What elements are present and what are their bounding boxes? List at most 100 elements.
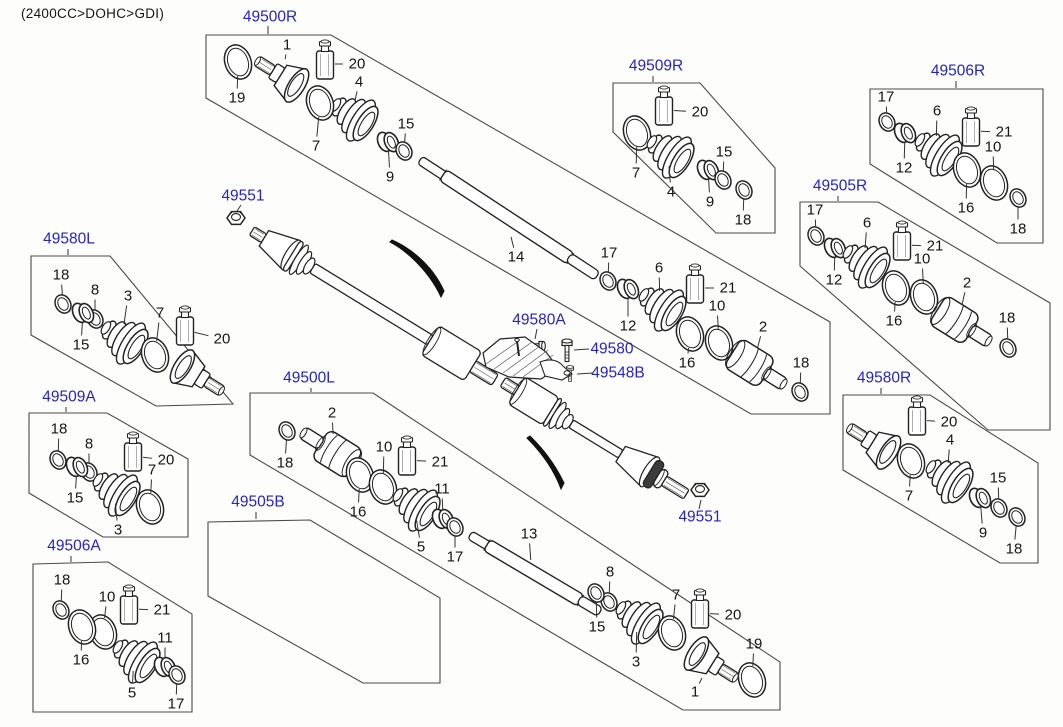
callout-number-1: 1 bbox=[283, 37, 291, 54]
callout-number-17: 17 bbox=[878, 89, 895, 106]
callout-number-21: 21 bbox=[154, 602, 171, 619]
callout-leader-2 bbox=[961, 292, 966, 305]
part-7-ring_lg bbox=[305, 85, 335, 121]
callout-leader-7 bbox=[909, 474, 911, 487]
part-20-bottle bbox=[123, 431, 143, 472]
group-label-49580L: 49580L bbox=[43, 231, 95, 248]
group-box-49500L bbox=[249, 392, 781, 711]
callout-number-6: 6 bbox=[863, 215, 871, 232]
part-6-boot bbox=[638, 287, 687, 332]
callout-number-15: 15 bbox=[398, 116, 415, 133]
driveshaft-assembly-rear bbox=[500, 377, 690, 499]
callout-number-15: 15 bbox=[589, 619, 606, 636]
callout-number-20: 20 bbox=[725, 607, 742, 624]
part-16-ring_lg bbox=[345, 457, 375, 493]
callout-number-12: 12 bbox=[620, 318, 637, 335]
part-18-ring_sm bbox=[49, 450, 67, 470]
part-code-label-49580: 49580 bbox=[590, 341, 633, 358]
part-4-boot bbox=[646, 134, 695, 179]
callout-leader-7 bbox=[156, 322, 160, 342]
callout-leader-21 bbox=[416, 460, 427, 462]
callout-number-10: 10 bbox=[985, 139, 1002, 156]
label-leader-49580A bbox=[534, 328, 538, 340]
part-20-bottle bbox=[907, 395, 927, 436]
part-17-ring_sm bbox=[599, 271, 617, 291]
callout-leader-16 bbox=[894, 301, 896, 312]
callout-number-10: 10 bbox=[376, 439, 393, 456]
group-label-49509R: 49509R bbox=[629, 58, 683, 75]
part-7-ring_lg bbox=[140, 337, 170, 373]
callout-number-18: 18 bbox=[277, 455, 294, 472]
callout-number-12: 12 bbox=[826, 272, 843, 289]
callout-number-20: 20 bbox=[158, 452, 175, 469]
callout-number-11: 11 bbox=[434, 481, 450, 498]
callout-number-8: 8 bbox=[91, 282, 99, 299]
shaft-part-14 bbox=[418, 156, 599, 280]
callout-leader-1 bbox=[698, 677, 703, 684]
callout-number-6: 6 bbox=[655, 260, 663, 277]
part-12-clamp bbox=[616, 278, 640, 300]
part-7-ring_lg bbox=[896, 443, 926, 479]
group-box-49509R bbox=[612, 82, 776, 234]
part-code-label-49580A: 49580A bbox=[512, 312, 566, 329]
part-7-ring_lg bbox=[135, 489, 165, 525]
part-18-ring_sm bbox=[52, 600, 70, 620]
part-21-bottle bbox=[397, 435, 417, 476]
part-18-ring_sm bbox=[999, 338, 1017, 358]
callout-number-20: 20 bbox=[941, 414, 958, 431]
callout-leader-7 bbox=[150, 479, 152, 494]
callout-leader-6 bbox=[864, 232, 867, 249]
callout-leader-9 bbox=[708, 179, 710, 193]
part-15-ring_sm bbox=[587, 583, 605, 603]
callout-number-20: 20 bbox=[349, 56, 366, 73]
callout-leader-20 bbox=[926, 420, 936, 422]
part-1-bell bbox=[683, 636, 739, 683]
callout-number-16: 16 bbox=[886, 313, 903, 330]
part-20-bottle bbox=[690, 588, 710, 629]
callout-number-2: 2 bbox=[328, 405, 336, 422]
callout-number-21: 21 bbox=[432, 454, 449, 471]
part-17-ring_sm bbox=[168, 665, 186, 685]
label-leader-49551-top bbox=[236, 204, 242, 212]
callout-number-16: 16 bbox=[958, 200, 975, 217]
callout-number-15: 15 bbox=[67, 490, 84, 507]
group-label-49500R: 49500R bbox=[243, 9, 297, 26]
part-18-ring_sm bbox=[1008, 507, 1026, 527]
group-box-49509A bbox=[28, 412, 189, 538]
motion-swoosh bbox=[389, 239, 445, 299]
joint-49580L bbox=[169, 349, 225, 396]
callout-leader-2 bbox=[331, 422, 334, 435]
group-box-49506R bbox=[869, 88, 1044, 244]
part-code-label-49548B: 49548B bbox=[591, 365, 644, 382]
callout-number-5: 5 bbox=[128, 685, 136, 702]
part-18-ring_sm bbox=[54, 294, 72, 314]
part-2-joint bbox=[930, 296, 993, 347]
callout-number-9: 9 bbox=[706, 194, 714, 211]
part-16-ring_lg bbox=[881, 270, 911, 306]
callout-number-4: 4 bbox=[946, 432, 954, 449]
part-16-ring_lg bbox=[67, 609, 97, 645]
callout-number-11: 11 bbox=[157, 630, 173, 647]
part-15-ring_sm bbox=[990, 498, 1008, 518]
callout-number-7: 7 bbox=[672, 587, 680, 604]
part-6-boot bbox=[914, 132, 963, 177]
part-9-clamp bbox=[376, 131, 400, 153]
part-10-ring_lg bbox=[88, 614, 118, 650]
callout-leader-10 bbox=[922, 268, 924, 284]
part-17-ring_sm bbox=[807, 226, 825, 246]
callout-leader-15 bbox=[404, 133, 406, 143]
group-box-49580R bbox=[842, 394, 1039, 564]
group-box-49505R bbox=[799, 201, 1051, 431]
part-19-ring_lg bbox=[223, 44, 253, 80]
callout-number-10: 10 bbox=[914, 251, 931, 268]
part-18-ring_sm bbox=[278, 421, 296, 441]
callout-leader-9 bbox=[388, 151, 390, 168]
callout-leader-4 bbox=[354, 91, 358, 102]
part-18-ring_sm bbox=[791, 382, 809, 402]
part-code-label-49551-bottom: 49551 bbox=[678, 509, 721, 526]
part-7-ring_lg bbox=[657, 615, 687, 651]
part-15-ring_sm bbox=[714, 170, 732, 190]
callout-number-16: 16 bbox=[350, 504, 367, 521]
